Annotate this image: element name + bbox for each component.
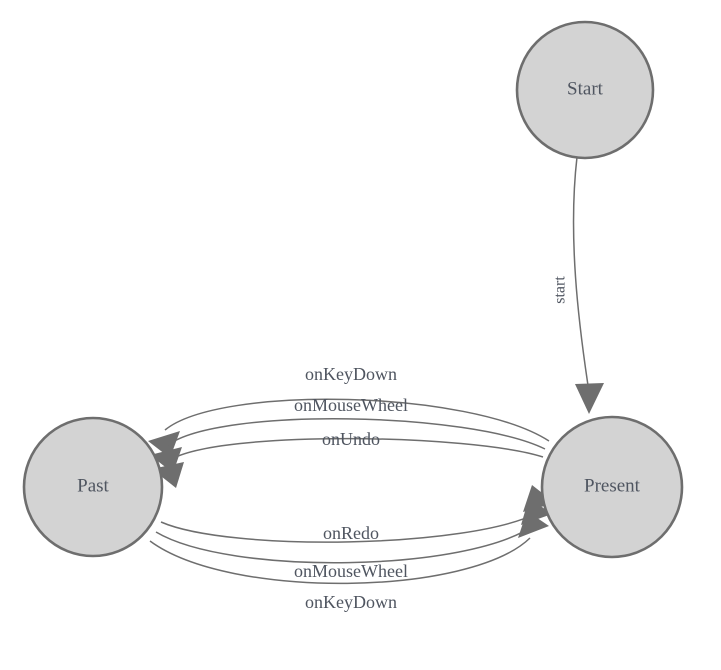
arrowhead-start-to-present [575,383,604,414]
edge-present-to-past-onkeydown-path [164,398,550,442]
node-past-label: Past [77,475,109,496]
arrowhead-past-to-present-onkeydown [518,511,549,538]
node-start-label: Start [567,78,604,99]
edge-label-start: start [552,276,569,304]
edge-present-to-past-onmousewheel-path [167,418,546,450]
node-present-label: Present [584,475,641,496]
edge-past-to-present-onmousewheel-path [155,524,535,564]
edge-start-to-present[interactable]: start [552,156,604,414]
edge-label-past-to-present-onmousewheel: onMouseWheel [294,561,408,581]
edge-label-past-to-present-onredo: onRedo [323,523,379,543]
node-present[interactable]: Present [540,415,684,559]
edge-past-to-present-onredo-path [160,512,538,543]
node-past[interactable]: Past [22,416,164,558]
node-present-circle[interactable] [540,415,684,559]
edge-past-to-present-onredo[interactable]: onRedo [160,485,555,543]
edge-present-to-past-onundo-path [169,437,544,461]
edge-start-to-present-path [572,156,590,393]
node-start[interactable]: Start [515,20,655,160]
node-start-circle[interactable] [515,20,655,160]
edge-label-past-to-present-onkeydown: onKeyDown [305,592,397,612]
edge-present-to-past-onmousewheel[interactable]: onMouseWheel [150,395,546,473]
node-past-circle[interactable] [22,416,164,558]
edge-past-to-present-onkeydown[interactable]: onKeyDown [149,511,549,612]
edge-past-to-present-onmousewheel[interactable]: onMouseWheel [155,498,552,581]
edge-label-present-to-past-onkeydown: onKeyDown [305,364,397,384]
edge-past-to-present-onkeydown-path [149,537,531,585]
edge-present-to-past-onundo[interactable]: onUndo [152,429,544,488]
edge-label-present-to-past-onmousewheel: onMouseWheel [294,395,408,415]
edge-label-present-to-past-onundo: onUndo [322,429,380,449]
